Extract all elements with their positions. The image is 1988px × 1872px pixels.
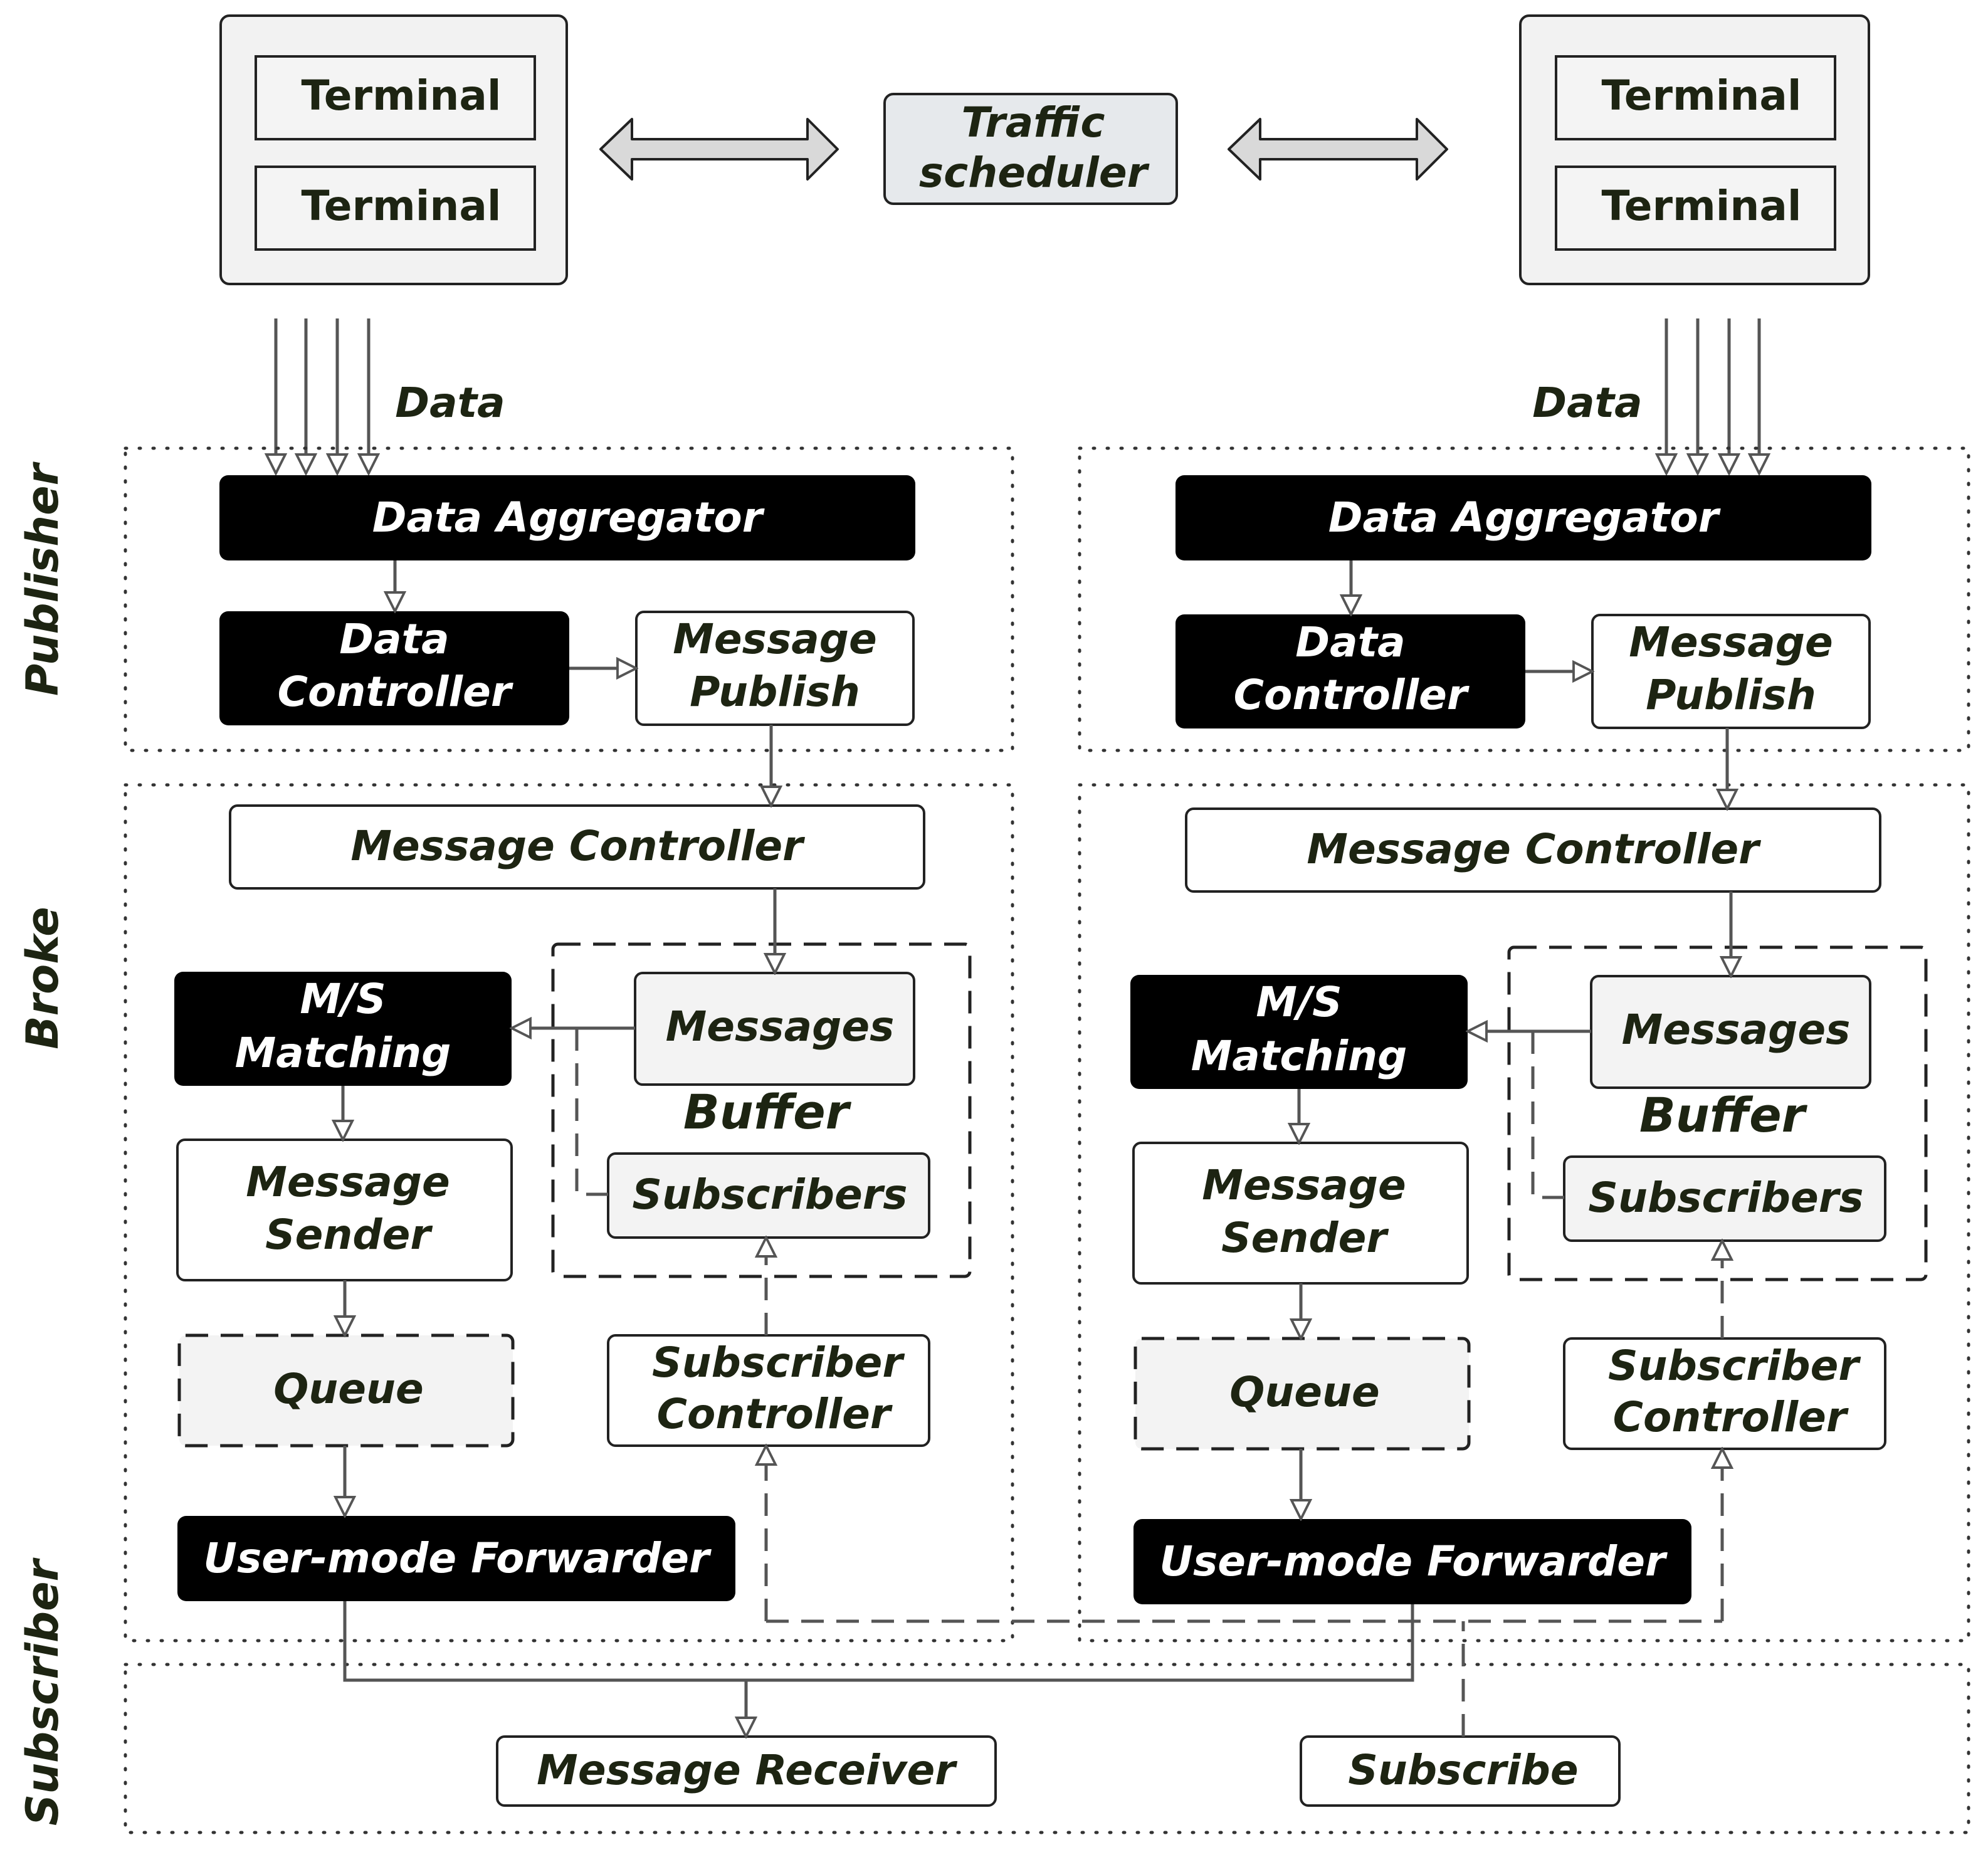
data-arrows-right bbox=[1666, 318, 1759, 473]
message-receiver-label: Message Receiver bbox=[537, 1746, 957, 1794]
connectors-right bbox=[1299, 560, 1731, 1519]
message-sender-label-line2: Sender bbox=[265, 1211, 433, 1259]
data-label-left: Data bbox=[395, 379, 505, 427]
subscribers-label: Subscribers bbox=[632, 1170, 907, 1219]
message-controller-box bbox=[1185, 807, 1881, 893]
data-controller-label-line1: Data bbox=[1295, 618, 1405, 666]
double-arrow-right bbox=[1228, 118, 1448, 181]
terminal-group-right: Terminal Terminal bbox=[1519, 14, 1870, 285]
data-aggregator-label: Data Aggregator bbox=[1328, 493, 1721, 542]
message-publish-label-line1: Message bbox=[673, 615, 877, 663]
data-controller-label-line2: Controller bbox=[278, 668, 513, 716]
terminal-box bbox=[255, 166, 536, 251]
message-publish-label-line1: Message bbox=[1629, 618, 1833, 666]
user-mode-forwarder-box bbox=[177, 1516, 735, 1601]
dashed-connectors-right bbox=[1531, 1031, 1722, 1338]
buffer-container bbox=[551, 942, 972, 1278]
column-left: Data Aggregator Data Controller Message … bbox=[174, 475, 972, 1601]
ms-matching-label-line1: M/S bbox=[300, 975, 386, 1023]
subscribers-label: Subscribers bbox=[1588, 1174, 1863, 1222]
terminal-group-left: Terminal Terminal bbox=[219, 14, 568, 285]
terminal-label: Terminal bbox=[1601, 182, 1801, 230]
message-publish-label-line2: Publish bbox=[1646, 671, 1816, 719]
data-label-right: Data bbox=[1532, 379, 1642, 427]
forwarder-to-receiver-lines bbox=[343, 1601, 1414, 1737]
traffic-scheduler-label-line2: scheduler bbox=[919, 149, 1150, 197]
data-arrows-left bbox=[276, 318, 369, 473]
queue-label: Queue bbox=[1229, 1368, 1380, 1416]
subscribe-label: Subscribe bbox=[1348, 1746, 1578, 1794]
subscribe-feedback-lines bbox=[766, 1446, 1722, 1737]
connectors-left bbox=[343, 560, 775, 1516]
subscriber-controller-label-line2: Controller bbox=[657, 1390, 893, 1438]
message-publish-label-line2: Publish bbox=[690, 668, 860, 716]
subscribe-box bbox=[1300, 1735, 1621, 1807]
ms-matching-label-line2: Matching bbox=[235, 1029, 451, 1077]
buffer-label: Buffer bbox=[1639, 1087, 1808, 1143]
data-controller-box bbox=[219, 611, 569, 725]
subscriber-area: Message Receiver Subscribe bbox=[343, 1446, 1722, 1807]
traffic-scheduler-label-line1: Traffic bbox=[961, 98, 1105, 147]
column-right: Data Aggregator Data Controller Message … bbox=[1130, 475, 1928, 1604]
section-label-publisher: Publisher bbox=[17, 461, 68, 696]
ms-matching-label-line2: Matching bbox=[1191, 1032, 1407, 1080]
user-mode-forwarder-box bbox=[1133, 1519, 1691, 1604]
ms-matching-box bbox=[1130, 975, 1468, 1089]
subscriber-controller-label-line1: Subscriber bbox=[1608, 1342, 1861, 1390]
data-controller-label-line2: Controller bbox=[1234, 671, 1470, 719]
data-aggregator-box bbox=[1175, 475, 1871, 560]
queue-label: Queue bbox=[273, 1365, 424, 1413]
terminal-box bbox=[1555, 55, 1836, 140]
dashed-connectors-left bbox=[575, 1028, 766, 1335]
message-controller-label: Message Controller bbox=[1307, 825, 1761, 873]
terminal-label: Terminal bbox=[1601, 71, 1801, 120]
double-arrow-left bbox=[599, 118, 839, 181]
message-controller-label: Message Controller bbox=[350, 822, 805, 870]
region-boundaries bbox=[124, 446, 1970, 1834]
traffic-scheduler: Traffic scheduler bbox=[883, 93, 1178, 205]
terminal-label: Terminal bbox=[301, 71, 501, 120]
buffer-label: Buffer bbox=[683, 1084, 852, 1140]
message-sender-label-line1: Message bbox=[1202, 1161, 1406, 1209]
section-label-subscriber: Subscriber bbox=[17, 1557, 68, 1826]
terminal-label: Terminal bbox=[301, 182, 501, 230]
subscriber-controller-label-line2: Controller bbox=[1613, 1393, 1849, 1441]
data-aggregator-label: Data Aggregator bbox=[372, 493, 765, 542]
message-controller-box bbox=[229, 804, 925, 890]
data-controller-box bbox=[1175, 614, 1525, 728]
data-aggregator-box bbox=[219, 475, 915, 560]
message-sender-label-line1: Message bbox=[246, 1158, 450, 1206]
ms-matching-box bbox=[174, 972, 512, 1086]
subscriber-controller-label-line1: Subscriber bbox=[652, 1338, 905, 1387]
user-mode-forwarder-label: User-mode Forwarder bbox=[203, 1534, 712, 1582]
buffer-container bbox=[1507, 945, 1928, 1281]
user-mode-forwarder-label: User-mode Forwarder bbox=[1159, 1537, 1668, 1585]
data-controller-label-line1: Data bbox=[339, 615, 449, 663]
message-sender-label-line2: Sender bbox=[1221, 1214, 1389, 1262]
section-label-broke: Broke bbox=[17, 907, 68, 1049]
messages-label: Messages bbox=[666, 1002, 895, 1051]
ms-matching-label-line1: M/S bbox=[1256, 978, 1342, 1026]
terminal-box bbox=[255, 55, 536, 140]
terminal-box bbox=[1555, 166, 1836, 251]
messages-label: Messages bbox=[1622, 1006, 1851, 1054]
